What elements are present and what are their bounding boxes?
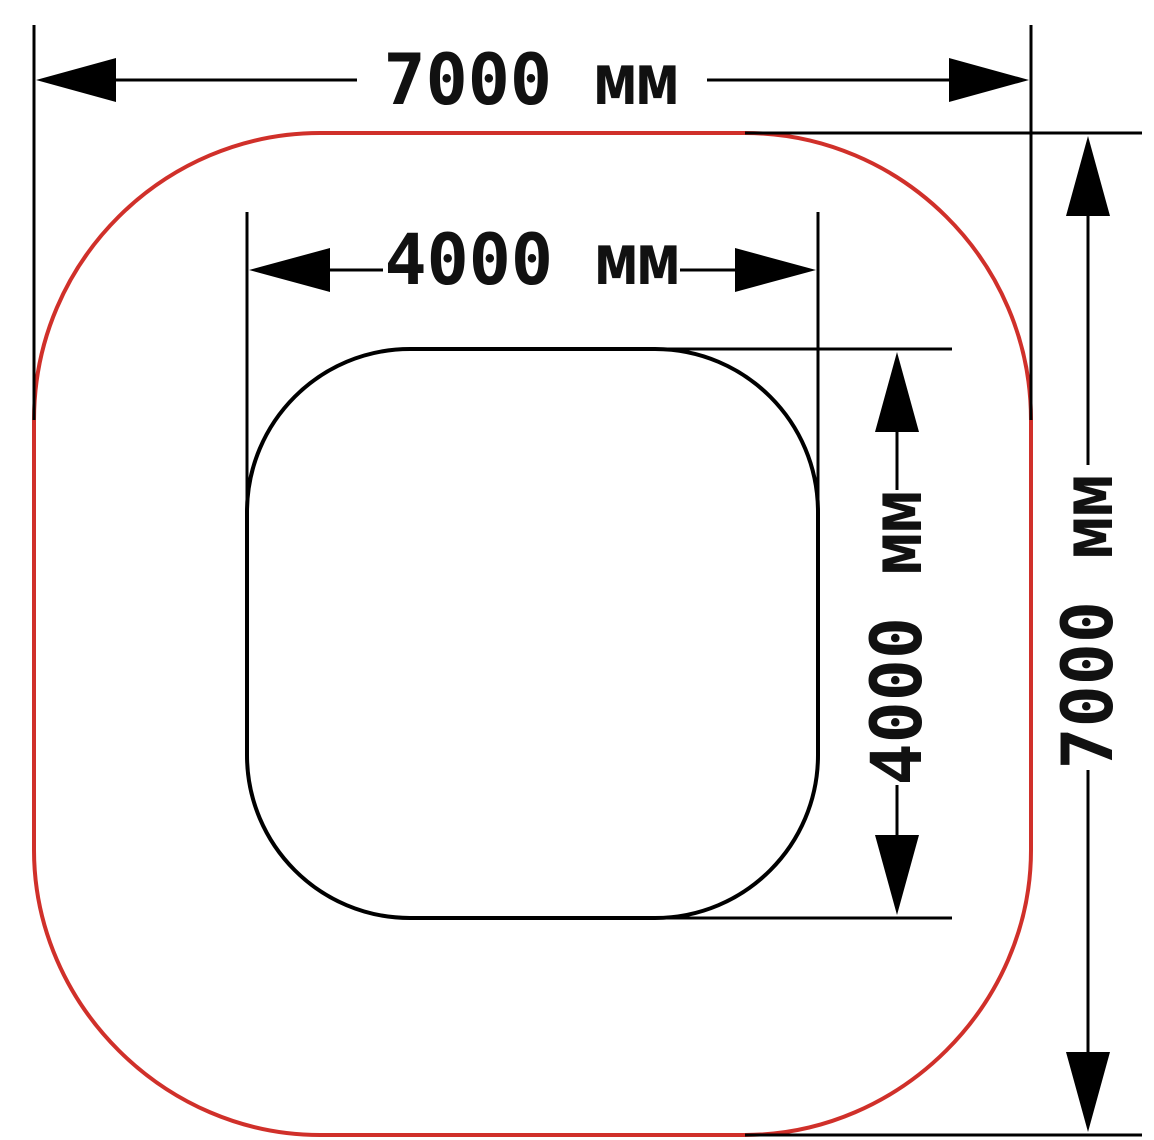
inner-height-label: 4000 мм bbox=[856, 490, 938, 785]
arrow-up-icon bbox=[1066, 136, 1110, 216]
outer-height-dimension: 7000 мм bbox=[745, 131, 1142, 1137]
outer-width-dimension: 7000 мм bbox=[32, 25, 1033, 420]
arrow-left-icon bbox=[36, 58, 116, 102]
arrow-up-icon bbox=[875, 352, 919, 432]
arrow-down-icon bbox=[1066, 1052, 1110, 1132]
inner-rounded-square bbox=[245, 347, 820, 920]
arrow-down-icon bbox=[875, 835, 919, 915]
outer-height-label: 7000 мм bbox=[1047, 474, 1129, 769]
inner-height-dimension: 4000 мм bbox=[655, 347, 952, 920]
outer-width-label: 7000 мм bbox=[383, 39, 678, 121]
arrow-left-icon bbox=[249, 248, 330, 292]
inner-width-dimension: 4000 мм bbox=[245, 212, 820, 512]
arrow-right-icon bbox=[949, 58, 1029, 102]
inner-width-label: 4000 мм bbox=[384, 219, 679, 301]
arrow-right-icon bbox=[735, 248, 816, 292]
